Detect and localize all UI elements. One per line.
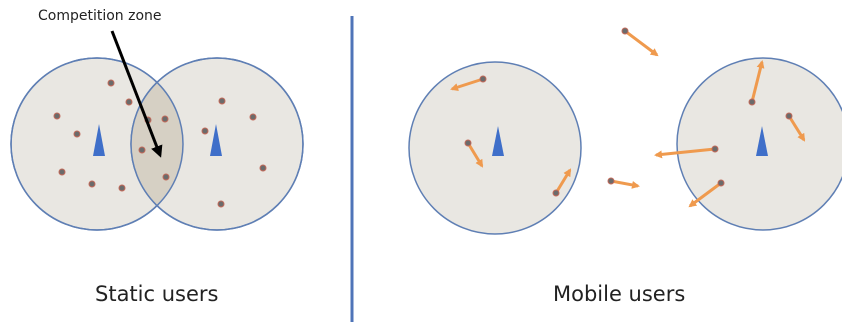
movement-arrow-icon: [554, 168, 572, 194]
competition-zone-pointer-arrow: [110, 30, 163, 158]
static-users-panel: [10, 30, 304, 231]
mobile-users-panel: [408, 27, 842, 235]
movement-arrow-icon: [610, 179, 640, 189]
user-dot-icon: [552, 189, 560, 197]
base-station-icon: [210, 124, 222, 156]
user-dot-icon: [138, 146, 146, 154]
user-dot-icon: [162, 173, 170, 181]
user-dot-icon: [479, 75, 487, 83]
movement-arrow-icon: [750, 60, 765, 103]
user-dot-icon: [711, 145, 719, 153]
base-station-icon: [492, 126, 504, 156]
user-dot-icon: [621, 27, 629, 35]
user-dot-icon: [58, 168, 66, 176]
user-dot-icon: [249, 113, 257, 121]
movement-arrow-icon: [624, 29, 659, 57]
user-dot-icon: [259, 164, 267, 172]
user-dot-icon: [218, 97, 226, 105]
user-dot-icon: [73, 130, 81, 138]
user-dot-icon: [785, 112, 793, 120]
user-dot-icon: [201, 127, 209, 135]
movement-arrow-icon: [450, 77, 484, 91]
movement-arrow-icon: [688, 181, 722, 208]
user-dot-icon: [748, 98, 756, 106]
user-dot-icon: [217, 200, 225, 208]
user-dot-icon: [88, 180, 96, 188]
user-dot-icon: [125, 98, 133, 106]
static-users-caption: Static users: [95, 282, 219, 306]
movement-arrow-icon: [787, 115, 806, 142]
competition-zone-label: Competition zone: [38, 8, 162, 24]
user-dot-icon: [717, 179, 725, 187]
movement-arrows: [450, 29, 806, 208]
user-dot-icon: [607, 177, 615, 185]
base-station-icon: [756, 126, 768, 156]
movement-arrow-icon: [654, 147, 716, 159]
static-user-dots: [53, 79, 267, 208]
user-dot-icon: [118, 184, 126, 192]
mobile-users-caption: Mobile users: [553, 282, 686, 306]
user-dot-icon: [107, 79, 115, 87]
user-dot-icon: [161, 115, 169, 123]
user-dot-icon: [464, 139, 472, 147]
user-dot-icon: [53, 112, 61, 120]
mobile-user-dots: [464, 27, 793, 197]
base-station-icon: [93, 124, 105, 156]
movement-arrow-icon: [466, 142, 484, 168]
